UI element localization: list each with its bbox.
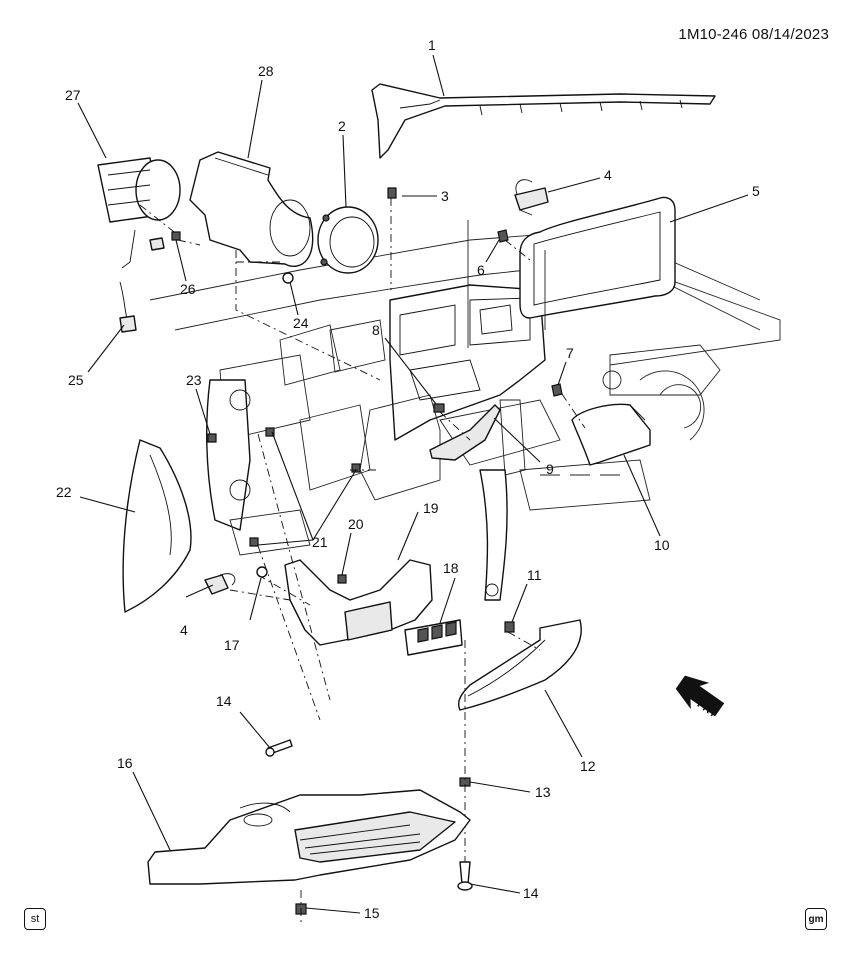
callout-numbers: 1 2 3 4 4 5 6 7 8 9 10 11 12 13 14 14 15… — [56, 37, 760, 921]
callout-11: 11 — [527, 567, 542, 583]
callout-2: 2 — [338, 118, 346, 134]
part-15-nut — [295, 890, 307, 925]
callout-21: 21 — [312, 534, 328, 550]
part-24-screw — [282, 272, 294, 284]
callout-20: 20 — [348, 516, 364, 532]
callout-10: 10 — [654, 537, 670, 553]
callout-23: 23 — [186, 372, 202, 388]
part-19-knee-trim — [284, 559, 433, 646]
callout-4-top: 4 — [604, 167, 612, 183]
part-7-clip — [551, 383, 563, 397]
callout-1: 1 — [428, 37, 436, 53]
callout-13: 13 — [535, 784, 551, 800]
alignment-lines — [139, 204, 586, 721]
part-6-retainer — [467, 220, 546, 348]
callout-14-lower: 14 — [523, 885, 539, 901]
callout-15: 15 — [364, 905, 380, 921]
callout-19: 19 — [423, 500, 439, 516]
part-9-center-trim — [429, 404, 501, 461]
callout-8: 8 — [372, 322, 380, 338]
callout-4-lower: 4 — [180, 622, 188, 638]
part-27-air-vent — [97, 157, 181, 269]
callout-27: 27 — [65, 87, 81, 103]
part-5-display — [519, 196, 676, 319]
callout-5: 5 — [752, 183, 760, 199]
part-10-right-trim — [571, 403, 651, 466]
callout-16: 16 — [117, 755, 133, 771]
part-26-clip — [171, 231, 181, 241]
callout-24: 24 — [293, 315, 309, 331]
leader-lines — [77, 54, 749, 914]
callout-9: 9 — [546, 461, 554, 477]
gm-logo-icon: gm — [805, 908, 827, 930]
callout-12: 12 — [580, 758, 596, 774]
part-11-clip — [504, 621, 515, 633]
part-14-screw-lower — [457, 861, 473, 891]
callout-17: 17 — [224, 637, 240, 653]
part-3-clip — [387, 187, 397, 290]
part-4-harness-top — [514, 179, 549, 216]
callout-7: 7 — [566, 345, 574, 361]
front-arrow-icon: FRT — [675, 675, 725, 720]
part-8-clip — [433, 403, 445, 413]
st-badge-icon: st — [24, 908, 46, 930]
callout-25: 25 — [68, 372, 84, 388]
part-25-harness — [119, 281, 137, 333]
callout-14-left: 14 — [216, 693, 232, 709]
part-12-lower-trim-panel — [458, 619, 582, 711]
instrument-panel-carrier — [206, 284, 561, 601]
part-14-screw-left — [265, 739, 293, 757]
part-2-gauge-bezel — [317, 206, 379, 274]
callout-22: 22 — [56, 484, 72, 500]
callout-6: 6 — [477, 262, 485, 278]
part-18-switch-module — [404, 619, 463, 656]
part-1-upper-trim — [371, 83, 716, 159]
part-23-clip — [207, 433, 217, 443]
part-16-closeout-panel — [147, 789, 471, 885]
callout-3: 3 — [441, 188, 449, 204]
part-28-cluster-housing — [189, 151, 314, 268]
part-4-connector-lower — [204, 573, 236, 595]
part-22-end-cap — [122, 439, 192, 613]
diagram-id-date: 1M10-246 08/14/2023 — [678, 26, 829, 43]
callout-26: 26 — [180, 281, 196, 297]
part-13-nut — [459, 640, 471, 870]
callout-28: 28 — [258, 63, 274, 79]
callout-18: 18 — [443, 560, 459, 576]
part-20-clip — [337, 574, 347, 584]
